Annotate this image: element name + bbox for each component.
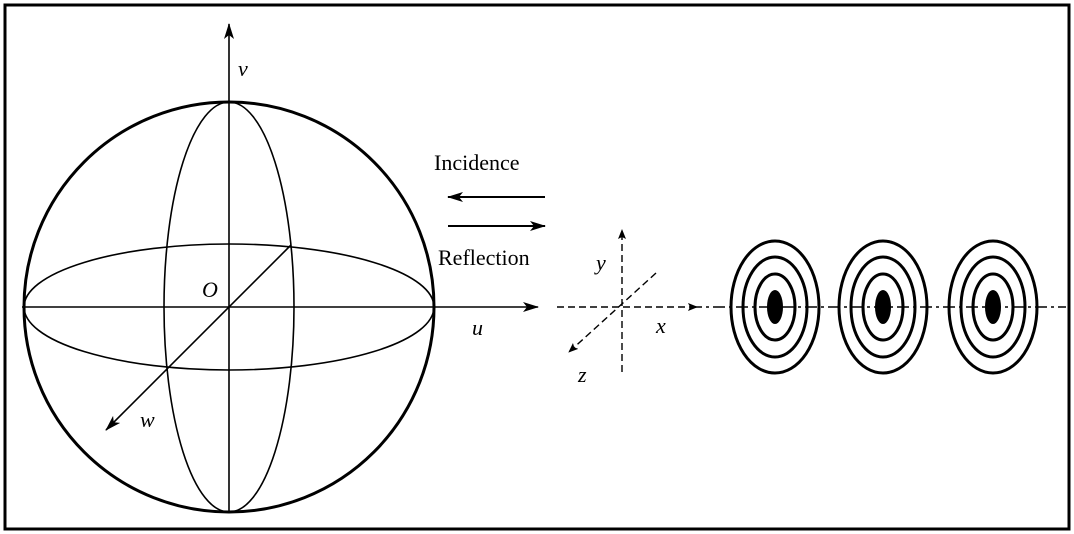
z-axis-label: z xyxy=(577,362,587,387)
wave-ring-middle xyxy=(741,255,809,359)
wave-ring-inner xyxy=(971,272,1015,342)
wave-target-3 xyxy=(947,239,1039,375)
y-axis-label: y xyxy=(594,250,606,275)
local-frame: x y z xyxy=(557,229,698,387)
origin-label: O xyxy=(202,277,218,302)
wave-ring-outer xyxy=(729,239,821,375)
incidence-label: Incidence xyxy=(434,150,520,175)
beam-indicator: Incidence Reflection xyxy=(434,150,546,270)
w-axis xyxy=(105,244,292,431)
wave-ring-outer xyxy=(837,239,929,375)
wave-ring-inner xyxy=(861,272,905,342)
wave-ring-inner xyxy=(753,272,797,342)
wave-core xyxy=(875,290,891,324)
diagram-frame xyxy=(3,3,1071,531)
wave-target-1 xyxy=(729,239,821,375)
z-axis-dashed xyxy=(568,272,657,353)
u-axis-label: u xyxy=(472,315,483,340)
x-axis-label: x xyxy=(655,313,666,338)
wave-target-2 xyxy=(837,239,929,375)
wave-ring-middle xyxy=(959,255,1027,359)
wave-core xyxy=(985,290,1001,324)
sphere: v u w O xyxy=(22,23,539,514)
w-axis-label: w xyxy=(140,407,155,432)
wave-core xyxy=(767,290,783,324)
wave-ring-middle xyxy=(849,255,917,359)
wave-ring-outer xyxy=(947,239,1039,375)
reflection-label: Reflection xyxy=(438,245,530,270)
v-axis-label: v xyxy=(238,56,248,81)
